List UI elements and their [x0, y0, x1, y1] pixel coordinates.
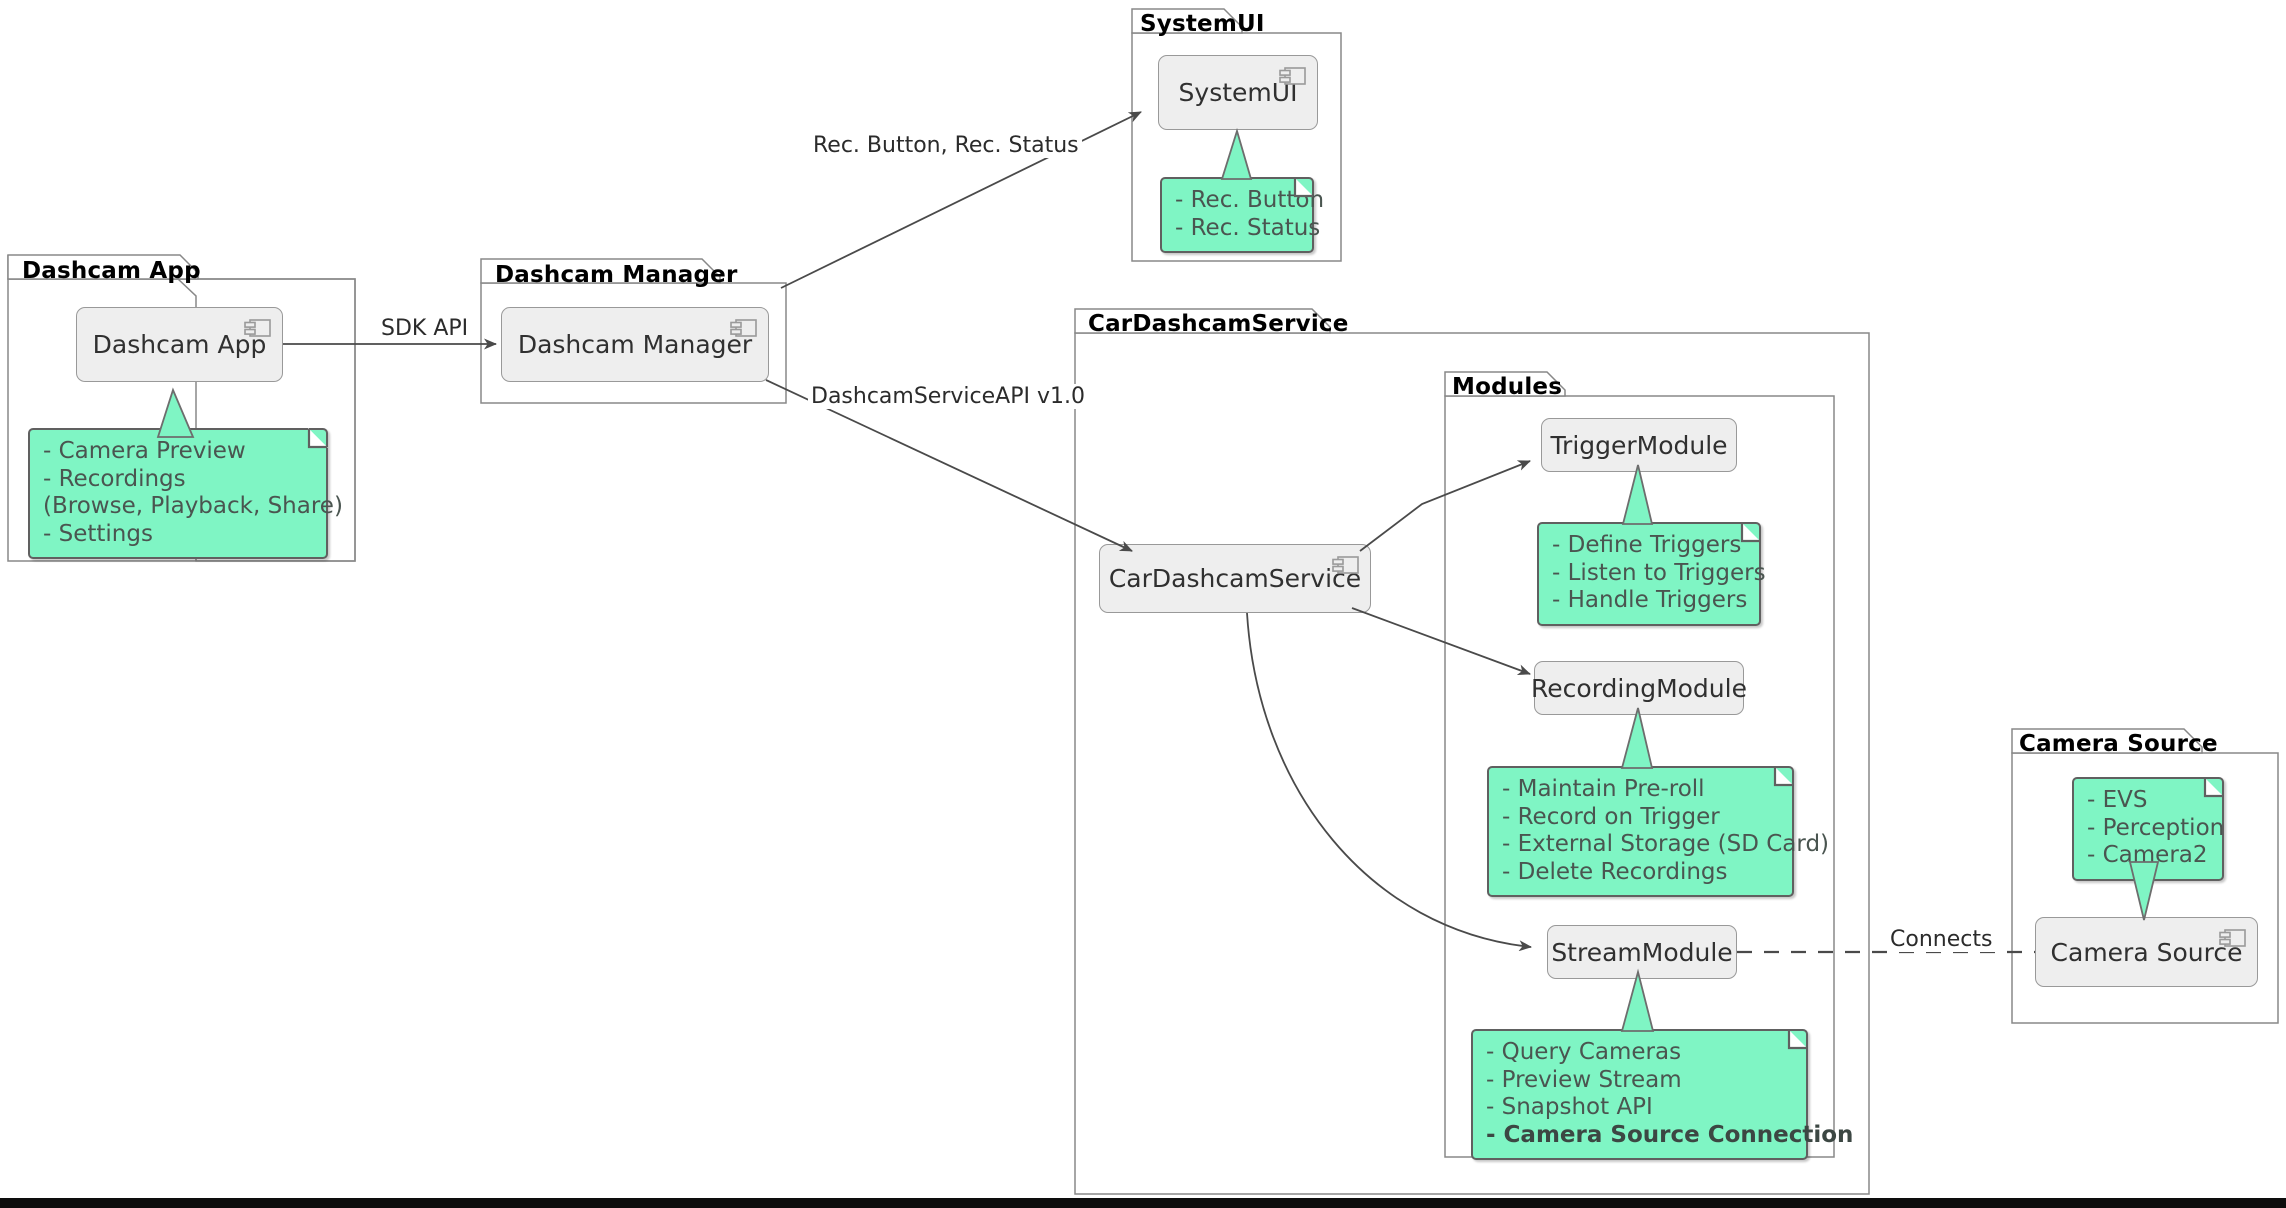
edge-label-sdk-api: SDK API: [378, 316, 472, 341]
component-label-dashcam-manager: Dashcam Manager: [517, 330, 753, 359]
edge-service-to-recording: [1351, 607, 1531, 675]
component-dashcam-manager[interactable]: Dashcam Manager: [501, 307, 769, 382]
component-triggermodule[interactable]: TriggerModule: [1541, 418, 1737, 472]
note-fold-icon: [2203, 778, 2223, 798]
note-line: - Camera Preview: [43, 438, 246, 464]
package-frame-dashcam-manager: [480, 258, 787, 404]
note-fold-icon: [1740, 523, 1760, 543]
package-label-dashcam-app: Dashcam App: [22, 258, 201, 284]
package-frame-cardashcamservice: [1074, 308, 1870, 1195]
note-line: (Browse, Playback, Share): [43, 493, 343, 519]
edge-service-to-trigger: [1359, 460, 1531, 552]
uml-component-icon: [1279, 67, 1306, 85]
edge-service-to-stream: [1246, 612, 1532, 952]
uml-component-icon: [1332, 556, 1359, 574]
note-triggermodule: - Define Triggers - Listen to Triggers -…: [1537, 522, 1766, 626]
component-label-triggermodule: TriggerModule: [1550, 430, 1728, 460]
note-line: - Perception: [2087, 814, 2225, 841]
component-label-cardashcamservice: CarDashcamService: [1108, 564, 1362, 593]
note-line: - Define Triggers: [1552, 532, 1742, 558]
note-line: - Snapshot API: [1486, 1094, 1653, 1120]
component-systemui[interactable]: SystemUI: [1158, 55, 1318, 130]
note-line: - Camera Source Connection: [1486, 1121, 1854, 1148]
note-line: - Maintain Pre-roll: [1502, 776, 1705, 802]
note-tail-recordingmodule: [1620, 707, 1654, 769]
package-label-systemui: SystemUI: [1140, 11, 1265, 37]
edge-label-dashcamserviceapi: DashcamServiceAPI v1.0: [808, 384, 1088, 409]
note-fold-icon: [307, 428, 328, 449]
note-line: - Listen to Triggers: [1552, 559, 1766, 586]
note-recordingmodule: - Maintain Pre-roll - Record on Trigger …: [1487, 766, 1830, 897]
edge-label-connects: Connects: [1887, 927, 1996, 952]
note-line: - Delete Recordings: [1502, 858, 1728, 885]
package-label-dashcam-manager: Dashcam Manager: [495, 262, 738, 288]
component-label-systemui: SystemUI: [1178, 78, 1298, 107]
note-tail-camera-source: [2128, 861, 2160, 921]
note-fold-icon: [1773, 767, 1793, 787]
note-line: - Handle Triggers: [1552, 587, 1748, 613]
note-tail-triggermodule: [1621, 464, 1654, 525]
note-line: - Settings: [43, 520, 153, 547]
note-line: - EVS: [2087, 787, 2148, 813]
component-cardashcamservice[interactable]: CarDashcamService: [1099, 544, 1371, 613]
component-label-camera-source: Camera Source: [2050, 937, 2243, 967]
note-fold-icon: [1293, 178, 1313, 198]
component-recordingmodule[interactable]: RecordingModule: [1531, 661, 1747, 715]
component-label-dashcam-app: Dashcam App: [92, 330, 267, 359]
uml-component-icon: [2219, 929, 2246, 947]
component-dashcam-app[interactable]: Dashcam App: [76, 307, 283, 382]
bottom-border-band: [0, 1198, 2286, 1208]
note-line: - Record on Trigger: [1502, 803, 1720, 830]
note-tail-systemui: [1220, 127, 1253, 180]
component-label-recordingmodule: RecordingModule: [1531, 673, 1747, 703]
note-tail-dashcam-app: [156, 387, 195, 438]
package-label-cardashcamservice: CarDashcamService: [1088, 311, 1349, 337]
note-systemui: - Rec. Button - Rec. Status: [1160, 177, 1324, 253]
note-dashcam-app: - Camera Preview - Recordings (Browse, P…: [28, 428, 343, 559]
note-line: - External Storage (SD Card): [1502, 831, 1830, 857]
component-label-streammodule: StreamModule: [1551, 937, 1733, 967]
note-line: - Query Cameras: [1486, 1039, 1682, 1065]
note-streammodule: - Query Cameras - Preview Stream - Snaps…: [1471, 1029, 1854, 1160]
edge-label-rec-button-status: Rec. Button, Rec. Status: [810, 133, 1082, 158]
note-line: - Preview Stream: [1486, 1066, 1682, 1093]
component-streammodule[interactable]: StreamModule: [1547, 925, 1737, 979]
package-frame-systemui: [1131, 8, 1342, 262]
uml-component-icon: [730, 319, 757, 337]
uml-component-icon: [244, 319, 271, 337]
package-frame-camera-source: [2011, 728, 2279, 1024]
note-tail-streammodule: [1620, 968, 1655, 1032]
package-label-camera-source: Camera Source: [2019, 731, 2218, 757]
component-camera-source[interactable]: Camera Source: [2035, 917, 2258, 987]
note-line: - Rec. Status: [1175, 214, 1321, 241]
package-label-modules: Modules: [1452, 374, 1563, 400]
note-line: - Recordings: [43, 465, 186, 492]
note-fold-icon: [1787, 1030, 1807, 1050]
